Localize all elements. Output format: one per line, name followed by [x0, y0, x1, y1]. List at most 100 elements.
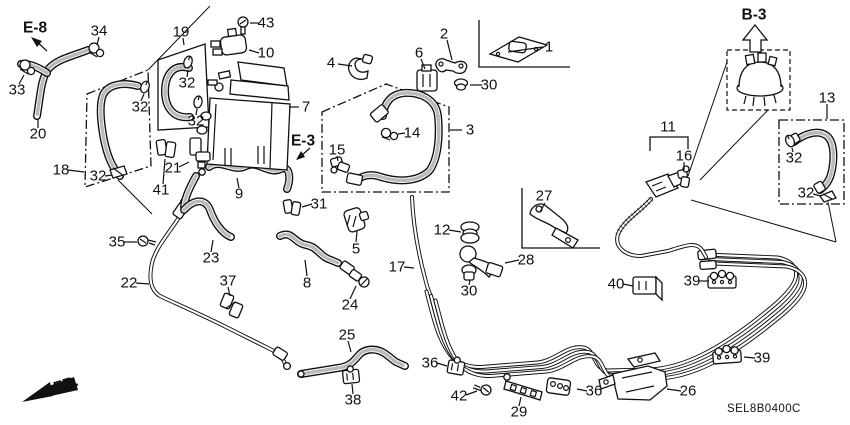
hose-20	[21, 50, 88, 116]
bolt-35	[137, 235, 157, 247]
callout-14-13: 14	[403, 124, 421, 142]
diagram-code: SEL8B0400C	[727, 403, 801, 415]
callout-28-27: 28	[517, 251, 535, 269]
hose-23	[184, 201, 231, 237]
bracket-part11	[649, 136, 689, 151]
callout-32-34: 32	[131, 98, 149, 116]
hose-8	[280, 234, 338, 263]
pump-feed-hose-11	[615, 196, 708, 259]
callout-9-8: 9	[234, 185, 244, 203]
clamp-32-f	[819, 190, 837, 203]
clip-6	[416, 64, 438, 92]
callout-7-6: 7	[301, 98, 311, 116]
callout-23-22: 23	[202, 249, 220, 267]
bracket-27	[529, 203, 579, 249]
callout-2-1: 2	[439, 25, 449, 43]
callout-19-18: 19	[172, 23, 190, 41]
ref-label-e8-0: E-8	[22, 19, 48, 37]
box-part3	[321, 83, 450, 193]
callout-17-16: 17	[388, 258, 406, 276]
clamp-36-right	[545, 377, 572, 396]
callout-34-39: 34	[90, 22, 108, 40]
ref-label-b3-1: B-3	[741, 6, 767, 24]
callout-32-37: 32	[797, 184, 815, 202]
fuel-pipe-17	[410, 195, 433, 298]
callout-11-10: 11	[660, 118, 676, 136]
callout-30-30: 30	[460, 282, 478, 300]
pump-connection-lines	[687, 61, 837, 243]
callout-37-43: 37	[219, 272, 237, 290]
hose-25	[298, 350, 405, 377]
bolt-42	[471, 383, 493, 397]
callout-32-32: 32	[178, 74, 196, 92]
clamp-4	[348, 53, 374, 80]
callout-13-12: 13	[818, 89, 836, 107]
box-part18	[84, 69, 152, 188]
bracket-part27	[521, 188, 600, 249]
clip-37	[219, 292, 244, 319]
callout-40-47: 40	[607, 275, 625, 293]
clip-41	[155, 138, 177, 159]
clamp-34	[88, 42, 105, 58]
canister-7	[196, 61, 291, 171]
bolt-43	[237, 16, 249, 35]
callout-31-31: 31	[310, 195, 328, 213]
callout-4-3: 4	[326, 54, 336, 72]
callout-29-28: 29	[510, 403, 528, 421]
callout-32-36: 32	[785, 149, 803, 167]
grommet-12	[460, 221, 480, 244]
clamp-32-d	[109, 165, 128, 179]
box-fuel-pump	[726, 49, 791, 111]
clip-31	[282, 199, 302, 216]
fr-arrow	[22, 377, 78, 402]
callout-20-19: 20	[29, 125, 47, 143]
callout-24-23: 24	[341, 296, 359, 314]
clip-16	[676, 165, 691, 188]
ref-label-e3-2: E-3	[290, 132, 316, 150]
callout-12-11: 12	[433, 221, 451, 239]
joint-24	[339, 260, 370, 288]
callout-39-45: 39	[683, 272, 701, 290]
callout-30-29: 30	[480, 76, 498, 94]
callout-43-50: 43	[257, 14, 275, 32]
callout-25-24: 25	[338, 326, 356, 344]
box-part13	[778, 119, 845, 205]
clamp-33	[19, 59, 36, 76]
joint-15	[329, 156, 351, 174]
callout-38-44: 38	[344, 391, 362, 409]
clip-39-upper	[707, 269, 737, 289]
grommet-30-top	[453, 78, 469, 91]
callout-36-41: 36	[421, 354, 439, 372]
clamp-14	[380, 127, 399, 141]
hose-3	[345, 93, 439, 186]
callout-26-25: 26	[679, 382, 697, 400]
callout-3-2: 3	[465, 121, 475, 139]
bracket-29	[503, 373, 543, 401]
purge-valve-10	[210, 27, 248, 56]
clip-36-left	[446, 355, 467, 376]
callout-22-21: 22	[120, 274, 138, 292]
clip-40	[632, 275, 663, 302]
callout-18-17: 18	[52, 161, 70, 179]
callout-35-40: 35	[108, 233, 126, 251]
e3-arrow	[296, 147, 311, 160]
grommet-30-mid	[461, 264, 477, 281]
stay-28	[459, 245, 504, 278]
leader-lines	[18, 22, 828, 407]
callout-32-35: 32	[89, 167, 107, 185]
callout-41-48: 41	[152, 181, 170, 199]
callout-36-42: 36	[585, 382, 603, 400]
leader-32-hose-end	[117, 179, 153, 215]
bracket-part1	[478, 20, 570, 68]
joint-21	[189, 137, 211, 176]
e8-arrow	[31, 37, 48, 52]
callout-8-7: 8	[302, 274, 312, 292]
callout-33-38: 33	[8, 81, 26, 99]
clip-5	[343, 207, 370, 233]
fuel-pump-assembly	[736, 52, 784, 107]
callout-21-20: 21	[164, 159, 182, 177]
b3-arrow	[741, 23, 769, 53]
bracket-26	[598, 352, 668, 401]
